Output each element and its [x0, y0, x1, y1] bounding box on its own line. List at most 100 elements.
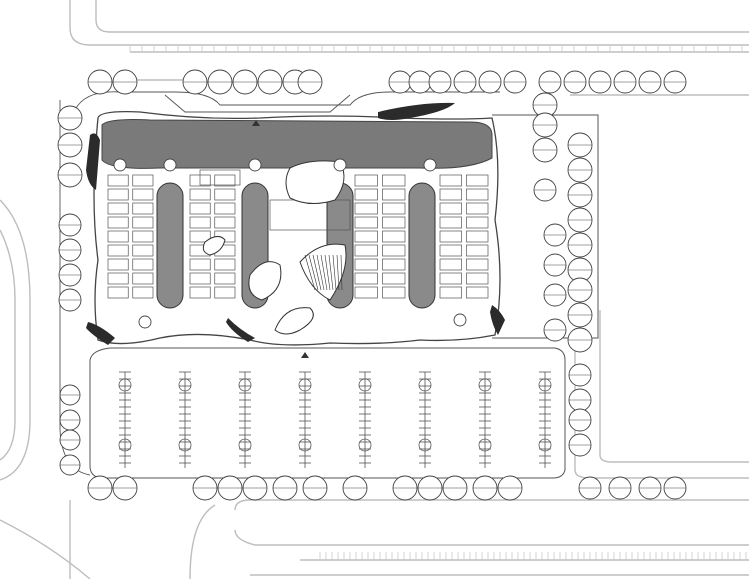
room: [107, 216, 129, 229]
column: [113, 158, 127, 172]
parking-tree-icon: [418, 378, 432, 392]
parking-tree-icon: [478, 378, 492, 392]
room: [132, 286, 154, 299]
room: [354, 272, 378, 285]
hatch-line: [320, 254, 328, 291]
room: [107, 174, 129, 187]
room: [189, 188, 211, 201]
parking-lot-grid: [118, 371, 552, 468]
room: [199, 169, 241, 186]
hatch-line: [340, 254, 343, 291]
room: [466, 272, 489, 285]
trees: [57, 69, 687, 501]
room: [214, 202, 236, 215]
north-marker: [252, 120, 260, 126]
room: [382, 286, 406, 299]
room: [189, 230, 211, 243]
room: [107, 272, 129, 285]
room: [132, 202, 154, 215]
building-columns: [113, 158, 467, 329]
column: [423, 158, 437, 172]
atrium-hatch: [304, 254, 343, 291]
room: [466, 216, 489, 229]
road-left: [0, 199, 31, 481]
room: [107, 244, 129, 257]
room: [107, 230, 129, 243]
parking-tree-icon: [118, 378, 132, 392]
atrium-left: [248, 261, 282, 301]
room: [132, 244, 154, 257]
room: [439, 202, 462, 215]
room: [466, 188, 489, 201]
road-bottom: [0, 499, 749, 579]
room: [354, 230, 378, 243]
courtyard: [156, 182, 184, 309]
room: [214, 188, 236, 201]
column: [248, 158, 262, 172]
parking-tree-icon: [118, 438, 132, 452]
column: [138, 315, 152, 329]
room: [214, 286, 236, 299]
room: [132, 216, 154, 229]
black-feature-left: [86, 133, 100, 190]
room: [354, 216, 378, 229]
black-feature-top: [378, 102, 455, 120]
site-curb-top: [74, 91, 500, 111]
room: [382, 230, 406, 243]
room: [439, 286, 462, 299]
column: [163, 158, 177, 172]
parking-tree-icon: [238, 438, 252, 452]
black-feature-right: [490, 305, 505, 335]
room: [439, 230, 462, 243]
road-bottom-stripes: [319, 552, 747, 560]
room: [132, 188, 154, 201]
room: [214, 258, 236, 271]
room: [189, 286, 211, 299]
parking-tree-icon: [478, 438, 492, 452]
building-boundary: [93, 110, 501, 346]
room: [132, 230, 154, 243]
parking-tree-icon: [418, 438, 432, 452]
parking-lot-outline: [89, 347, 566, 479]
entry-funnel: [164, 94, 351, 113]
road-top-stripes: [129, 45, 743, 52]
room: [214, 216, 236, 229]
parking-tree-icon: [538, 438, 552, 452]
room: [382, 174, 406, 187]
room: [132, 174, 154, 187]
road-right: [570, 94, 749, 479]
room: [354, 286, 378, 299]
atrium-top: [285, 160, 345, 204]
parking-tree-icon: [238, 378, 252, 392]
black-feature-mid-left: [226, 318, 255, 342]
room: [189, 258, 211, 271]
atrium-pebble: [274, 307, 314, 335]
room: [214, 272, 236, 285]
parking-tree-icon: [298, 438, 312, 452]
room: [466, 258, 489, 271]
room: [354, 202, 378, 215]
parking-tree-icon: [358, 378, 372, 392]
room: [439, 174, 462, 187]
room: [354, 174, 378, 187]
hatch-line: [336, 254, 340, 291]
hatch-line: [316, 254, 325, 291]
room: [466, 286, 489, 299]
room: [107, 258, 129, 271]
atrium: [202, 160, 347, 335]
room: [382, 202, 406, 215]
courtyards: [156, 182, 436, 309]
room: [354, 258, 378, 271]
column: [453, 313, 467, 327]
interior-rooms: [107, 169, 489, 299]
room: [382, 188, 406, 201]
parking-tree-icon: [178, 438, 192, 452]
road-top: [69, 0, 749, 81]
room: [214, 174, 236, 187]
room: [107, 286, 129, 299]
room: [439, 272, 462, 285]
room: [189, 202, 211, 215]
room: [382, 258, 406, 271]
top-canopy: [101, 119, 493, 169]
